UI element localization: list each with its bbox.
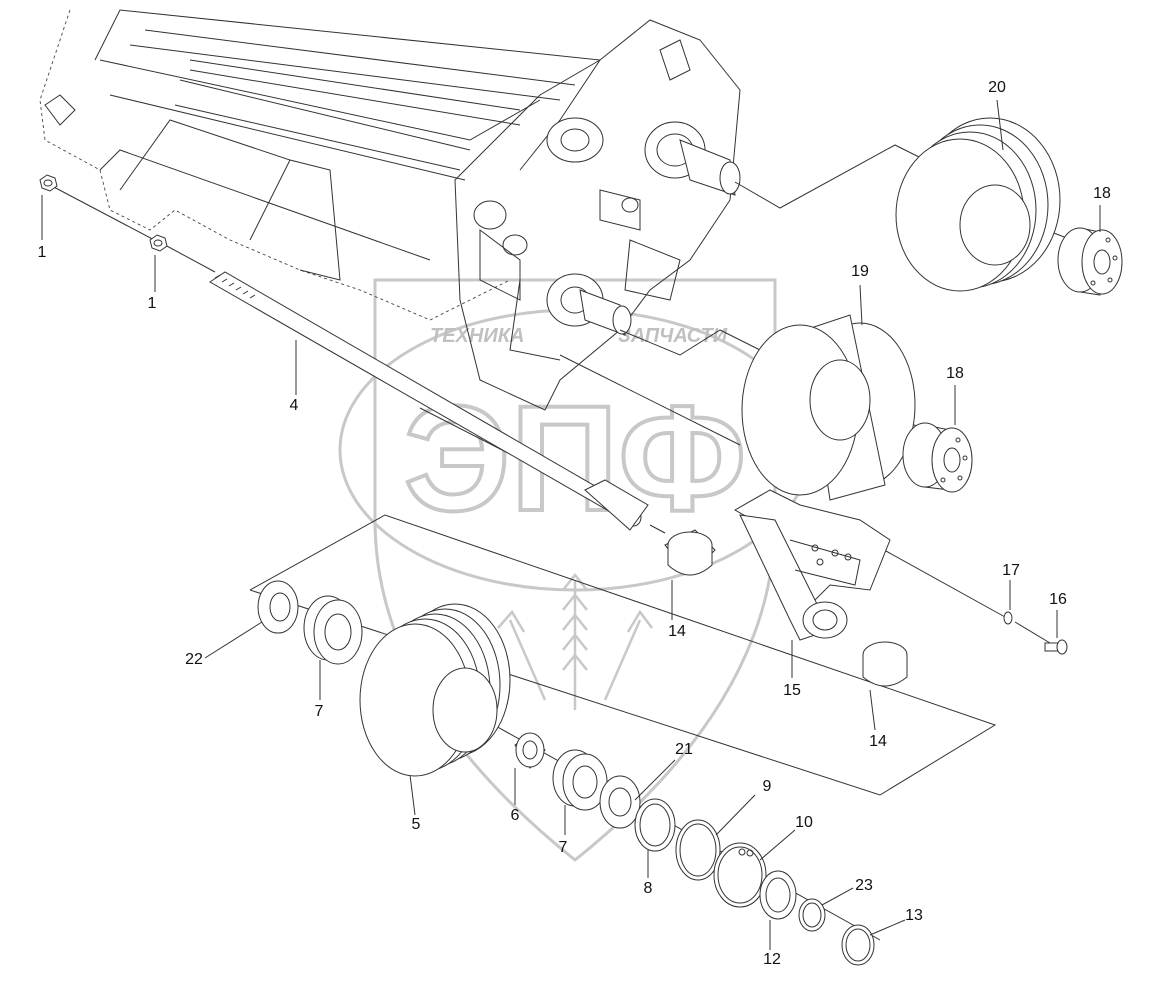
callout-labels: 1 1 4 5 6 7 7 8 9 10 12 13 14 14 15 16 1…: [38, 79, 1111, 968]
callout-label-tension-arm: 15: [783, 682, 801, 699]
pulley-part-front: [359, 603, 511, 777]
callout-label-sleeve: 6: [511, 807, 520, 824]
ring-part-23: [798, 898, 826, 932]
washer-part-17: [1003, 611, 1013, 625]
watermark-big-text: ЭПФ: [404, 374, 747, 542]
taper-lock-part-lower: [902, 422, 973, 493]
callout-label-bushing-lower: 14: [869, 733, 887, 750]
watermark-text-right: ЗАПЧАСТИ: [618, 325, 728, 347]
callout-label-taper-lock-lower: 18: [946, 365, 964, 382]
watermark: ЭПФ ТЕХНИКА ЗАПЧАСТИ: [338, 278, 812, 862]
callout-label-washer-8: 8: [644, 880, 653, 897]
callout-label-nut-top: 1: [38, 244, 47, 261]
callout-label-snap-ring-13: 13: [905, 907, 923, 924]
nut-part-top: [39, 174, 58, 192]
bearing-part-left: [303, 595, 363, 665]
callout-label-snap-ring-10: 10: [795, 814, 813, 831]
pulley-part-upper: [895, 117, 1061, 292]
bushing-part-upper: [664, 529, 716, 576]
bushing-part-lower: [862, 641, 908, 687]
watermark-shield-outline: [373, 278, 777, 862]
callout-label-ring-12: 12: [763, 951, 781, 968]
callout-label-ring-23: 23: [855, 877, 873, 894]
watermark-wheat-icon: [497, 572, 653, 710]
shaft-part: [209, 271, 649, 531]
idler-pulley-part: [741, 314, 916, 501]
callout-label-idler-pulley: 19: [851, 263, 869, 280]
callout-label-shaft: 4: [290, 397, 299, 414]
callout-label-bolt: 16: [1049, 591, 1067, 608]
bearing-part-right: [552, 749, 608, 811]
callout-label-washer-21: 21: [675, 741, 693, 758]
callout-label-bearing-right: 7: [559, 839, 568, 856]
ring-part-9: [675, 819, 721, 881]
machine-housing: [39, 9, 741, 411]
bolt-part: [1044, 639, 1068, 655]
callout-label-ring-9: 9: [763, 778, 772, 795]
snap-ring-part-13: [841, 924, 875, 966]
ring-part-12: [759, 870, 797, 920]
callout-label-seal-22: 22: [185, 651, 203, 668]
washer-part-8: [634, 798, 676, 852]
callout-label-washer-17: 17: [1002, 562, 1020, 579]
callout-label-nut-second: 1: [148, 295, 157, 312]
watermark-text-left: ТЕХНИКА: [430, 325, 524, 347]
callout-label-pulley-front: 5: [412, 816, 421, 833]
callout-label-bearing-left: 7: [315, 703, 324, 720]
washer-part-21: [599, 775, 641, 829]
seal-part-22: [257, 580, 299, 634]
tension-arm-part: [733, 489, 891, 641]
callout-label-bushing-upper: 14: [668, 623, 686, 640]
nut-part-second: [149, 234, 168, 252]
snap-ring-part-10: [713, 842, 767, 908]
sleeve-part: [514, 732, 546, 769]
callout-leaders: [41, 99, 1101, 950]
taper-lock-part-upper: [1057, 227, 1123, 296]
callout-label-pulley-upper: 20: [988, 79, 1006, 96]
callout-label-taper-lock-upper: 18: [1093, 185, 1111, 202]
